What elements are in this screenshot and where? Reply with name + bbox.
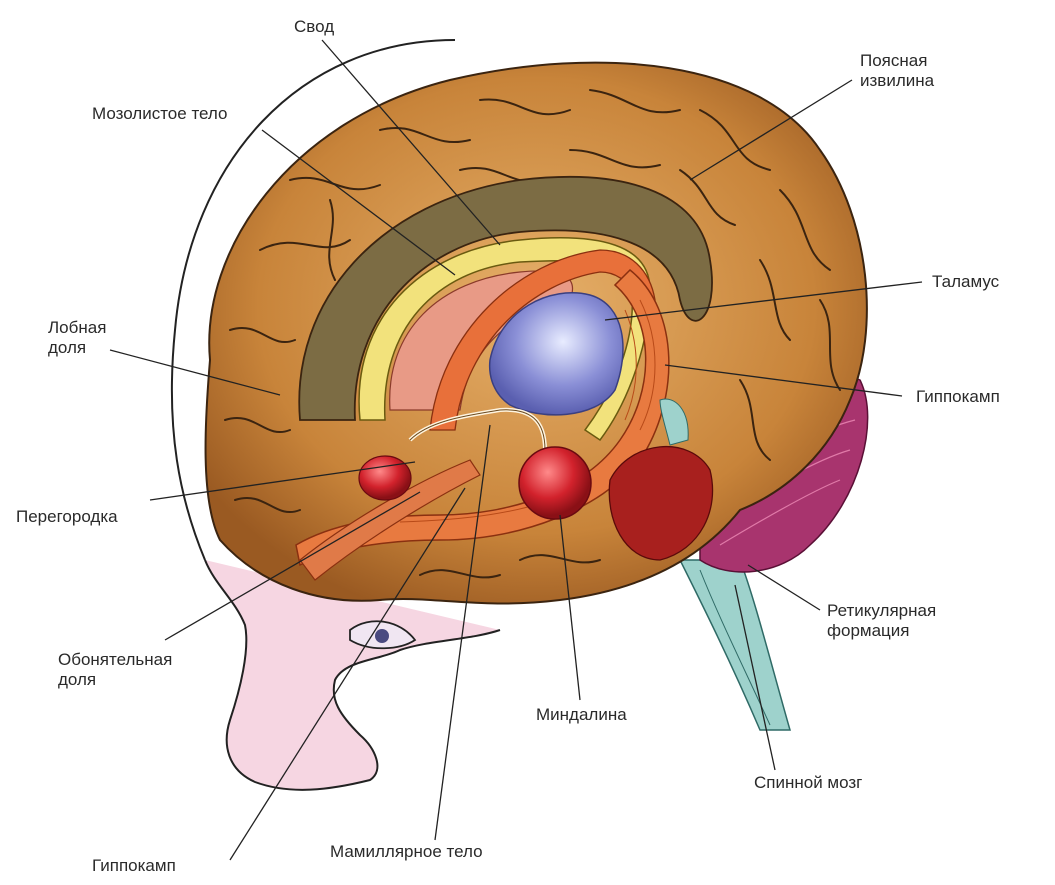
amygdala	[519, 447, 591, 519]
label-hippocampus-right: Гиппокамп	[916, 387, 1000, 407]
label-septum: Перегородка	[16, 507, 118, 527]
label-frontal-lobe: Лобная доля	[48, 318, 106, 358]
label-reticular-formation: Ретикулярная формация	[827, 601, 936, 641]
label-cingulate-gyrus: Поясная извилина	[860, 51, 934, 91]
label-cingulate-line1: Поясная	[860, 51, 934, 71]
label-spinal-cord: Спинной мозг	[754, 773, 862, 793]
label-mammillary-body: Мамиллярное тело	[330, 842, 483, 862]
pupil	[375, 629, 389, 643]
label-hippocampus-bottom: Гиппокамп	[92, 856, 176, 876]
label-frontal-line2: доля	[48, 338, 106, 358]
septal-nucleus	[359, 456, 411, 500]
label-olfactory-lobe: Обонятельная доля	[58, 650, 172, 690]
label-frontal-line1: Лобная	[48, 318, 106, 338]
label-reticular-line1: Ретикулярная	[827, 601, 936, 621]
label-olfactory-line1: Обонятельная	[58, 650, 172, 670]
label-reticular-line2: формация	[827, 621, 936, 641]
label-thalamus: Таламус	[932, 272, 999, 292]
label-olfactory-line2: доля	[58, 670, 172, 690]
label-cingulate-line2: извилина	[860, 71, 934, 91]
label-amygdala: Миндалина	[536, 705, 627, 725]
label-svod: Свод	[294, 17, 334, 37]
label-corpus-callosum: Мозолистое тело	[92, 104, 228, 124]
